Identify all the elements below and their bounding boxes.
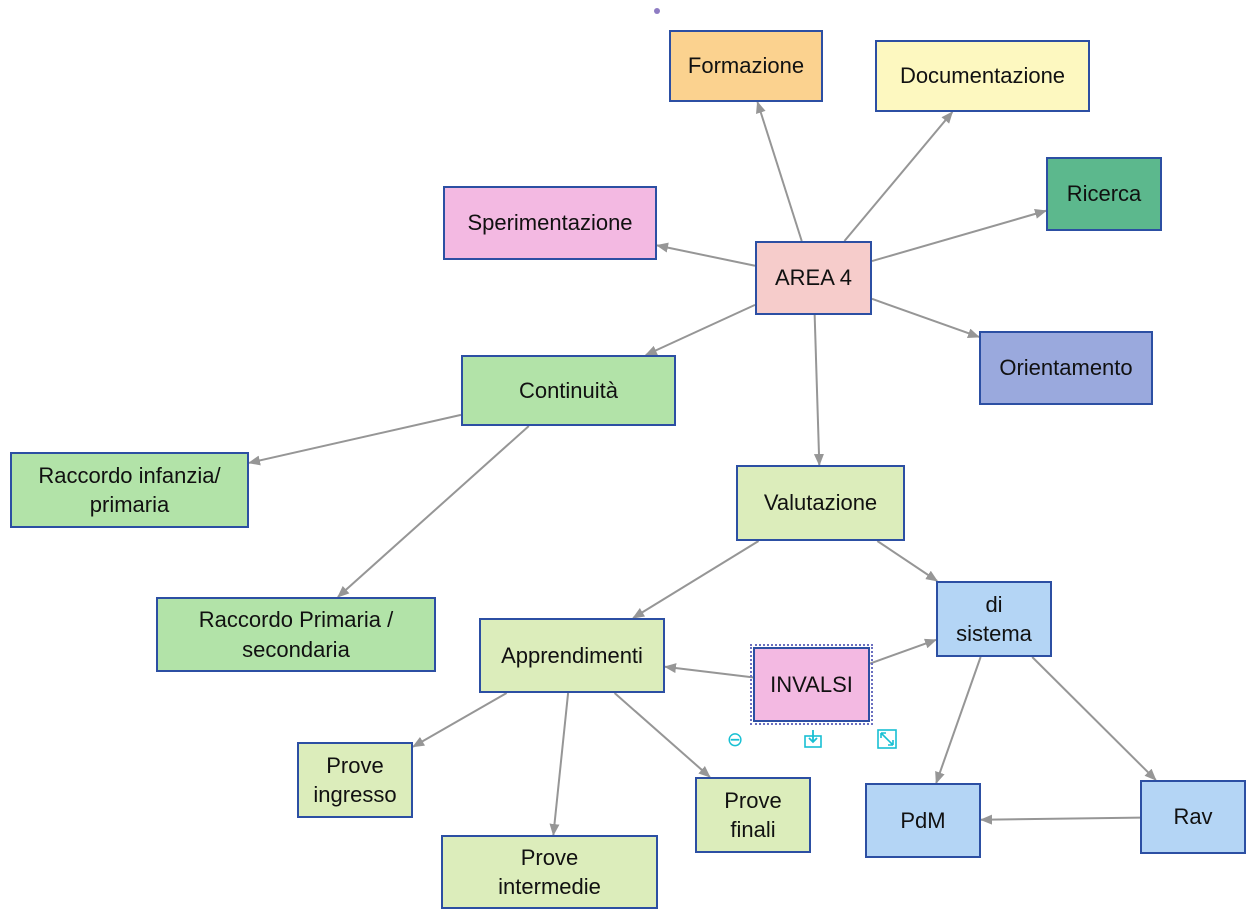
edge-continuita-to-raccordo_prim (337, 425, 530, 598)
edge-area4-to-orientamento (871, 297, 980, 339)
edge-invalsi-to-apprendimenti (664, 663, 754, 679)
node-invalsi[interactable]: INVALSI (750, 644, 873, 725)
edge-area4-to-continuita (644, 303, 756, 356)
edge-area4-to-ricerca (871, 209, 1047, 263)
node-label: Continuità (518, 377, 619, 403)
node-raccordo-infanzia-primaria[interactable]: Raccordo infanzia/ primaria (10, 452, 249, 528)
edge-di_sistema-to-rav (1031, 656, 1157, 781)
node-pdm[interactable]: PdM (865, 783, 981, 858)
top-marker-dot (654, 8, 660, 14)
download-icon-glyph (804, 730, 822, 748)
edge-rav-to-pdm (980, 814, 1141, 825)
edge-continuita-to-raccordo_inf (248, 413, 462, 466)
fullscreen-icon-glyph (877, 729, 897, 749)
node-apprendimenti[interactable]: Apprendimenti (479, 618, 665, 693)
edge-area4-to-sperimentazione (656, 242, 756, 267)
node-label: Ricerca (1066, 181, 1142, 207)
edge-area4-to-valutazione (813, 314, 824, 466)
edge-apprendimenti-to-prove_finali (613, 692, 711, 778)
node-label: Rav (1173, 804, 1213, 830)
edge-valutazione-to-di_sistema (876, 540, 938, 582)
edge-invalsi-to-di_sistema (869, 638, 937, 665)
node-label: Raccordo infanzia/ primaria (38, 462, 221, 517)
node-label: INVALSI (770, 671, 853, 697)
node-label: Apprendimenti (501, 642, 643, 668)
node-formazione[interactable]: Formazione (669, 30, 823, 102)
node-label: Documentazione (899, 63, 1066, 89)
node-di-sistema[interactable]: di sistema (936, 581, 1052, 657)
node-label: Formazione (687, 53, 805, 79)
node-prove-finali[interactable]: Prove finali (695, 777, 811, 853)
node-label: Orientamento (999, 355, 1133, 381)
edge-area4-to-documentazione (843, 111, 954, 242)
edge-valutazione-to-apprendimenti (632, 540, 760, 619)
node-prove-ingresso[interactable]: Prove ingresso (297, 742, 413, 818)
node-label: Sperimentazione (467, 210, 633, 236)
node-continuita[interactable]: Continuità (461, 355, 676, 426)
edge-area4-to-formazione (756, 101, 803, 242)
node-sperimentazione[interactable]: Sperimentazione (443, 186, 657, 260)
node-label: AREA 4 (774, 265, 853, 291)
node-label: di sistema (956, 591, 1032, 646)
node-label: Prove finali (724, 787, 782, 842)
download-icon[interactable] (802, 728, 824, 750)
edge-di_sistema-to-pdm (935, 656, 982, 784)
node-label: Valutazione (763, 490, 878, 516)
node-label: Prove intermedie (498, 844, 601, 899)
node-label: Prove ingresso (313, 752, 397, 807)
node-raccordo-primaria-secondaria[interactable]: Raccordo Primaria / secondaria (156, 597, 436, 672)
node-valutazione[interactable]: Valutazione (736, 465, 905, 541)
node-documentazione[interactable]: Documentazione (875, 40, 1090, 112)
fullscreen-icon[interactable] (876, 728, 898, 750)
zoom-out-icon[interactable]: ⊖ (726, 727, 744, 751)
edge-apprendimenti-to-prove_ingresso (412, 692, 508, 748)
node-label: Raccordo Primaria / secondaria (198, 607, 394, 662)
node-ricerca[interactable]: Ricerca (1046, 157, 1162, 231)
node-rav[interactable]: Rav (1140, 780, 1246, 854)
node-area-4[interactable]: AREA 4 (755, 241, 872, 315)
edge-apprendimenti-to-prove_intermedie (549, 692, 570, 836)
node-label: PdM (900, 807, 946, 833)
node-prove-intermedie[interactable]: Prove intermedie (441, 835, 658, 909)
node-orientamento[interactable]: Orientamento (979, 331, 1153, 405)
